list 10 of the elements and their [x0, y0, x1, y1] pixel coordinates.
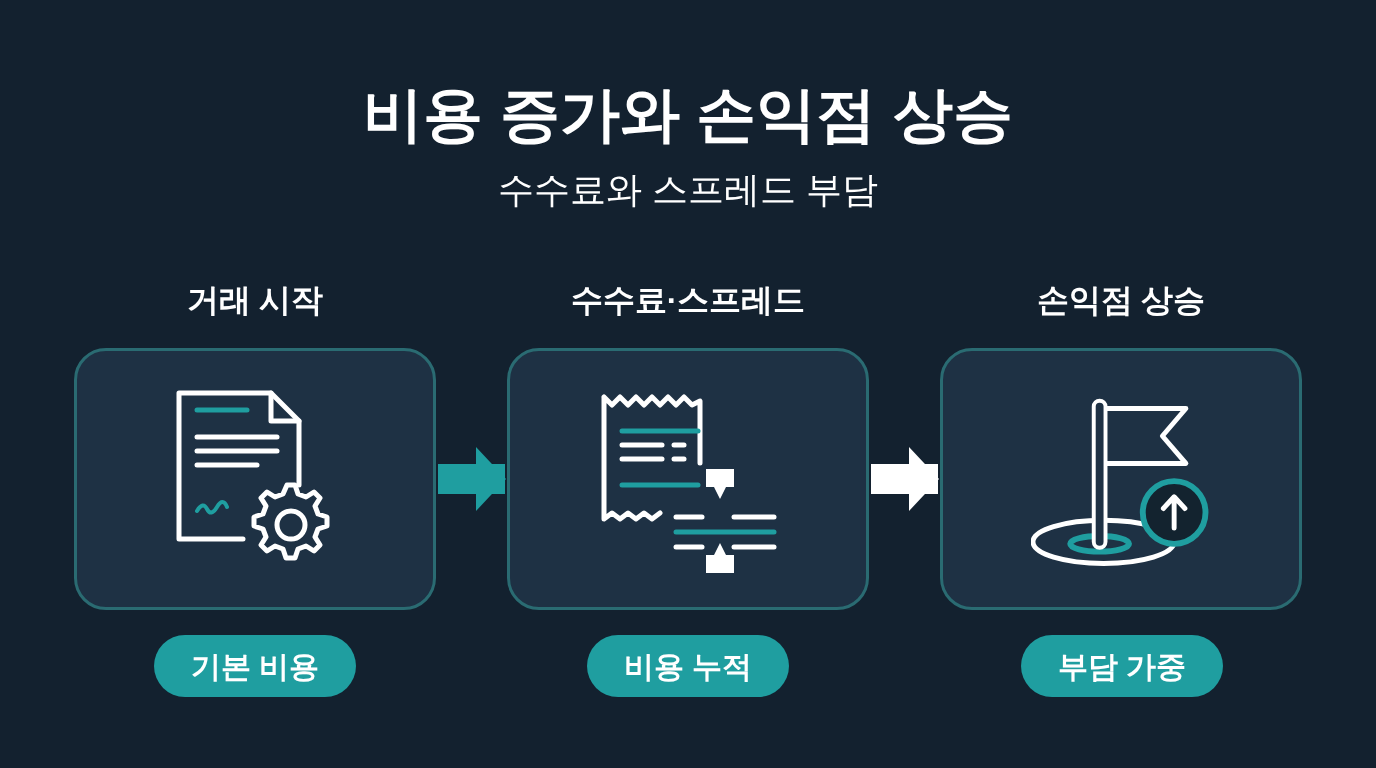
arrow	[871, 447, 939, 511]
subtitle: 수수료와 스프레드 부담	[497, 168, 879, 212]
tag-pill: 비용 누적	[587, 635, 789, 697]
step-heading: 거래 시작	[185, 281, 325, 320]
step-heading: 손익점 상승	[1035, 281, 1207, 320]
step-heading: 수수료·스프레드	[569, 281, 807, 320]
title: 비용 증가와 손익점 상승	[362, 80, 1014, 150]
arrow	[438, 447, 506, 511]
tag-pill: 부담 가중	[1021, 635, 1223, 697]
tag-pill: 기본 비용	[154, 635, 356, 697]
